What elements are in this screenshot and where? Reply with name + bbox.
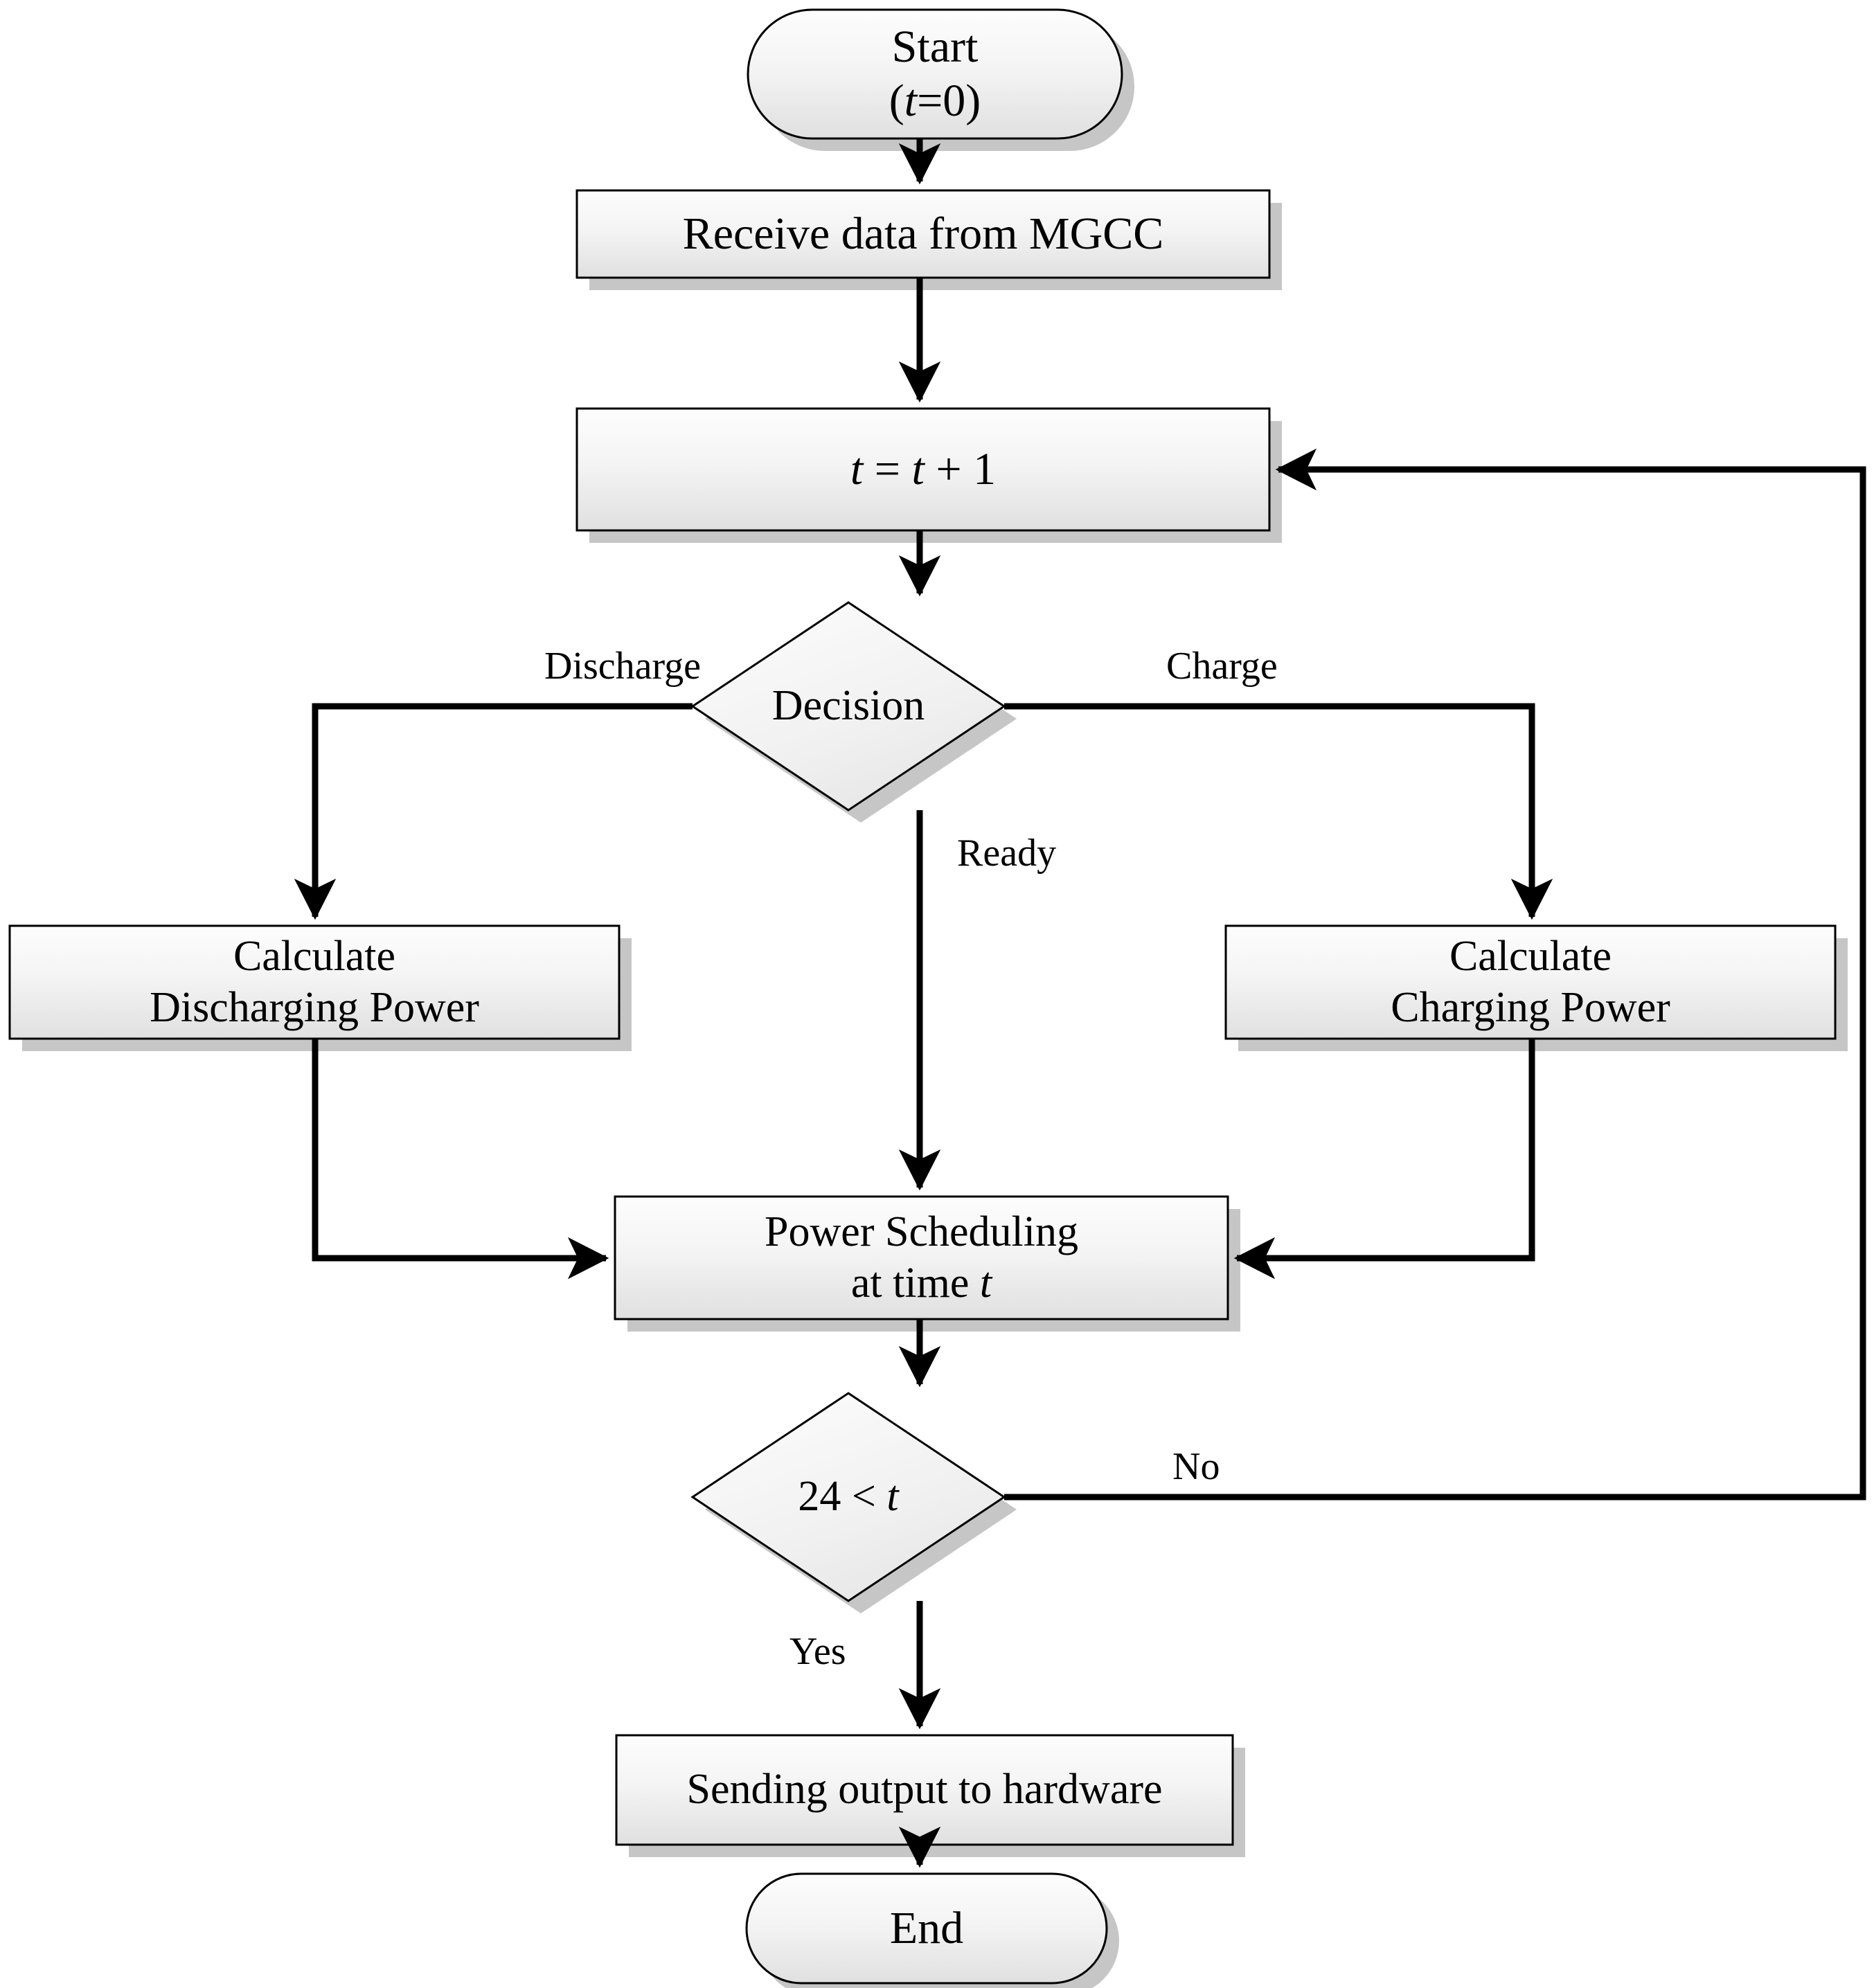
connectors xyxy=(294,138,1866,1868)
connector-decision-to-calc-discharge xyxy=(294,703,693,920)
decision-node-shape xyxy=(690,601,1006,812)
start-node-shape xyxy=(747,8,1123,140)
calc-discharge-node-shape xyxy=(8,924,621,1040)
connector-calc-charge-to-power-scheduling xyxy=(1233,1039,1535,1280)
connector-check-no-to-increment xyxy=(1004,448,1866,1501)
power-scheduling-node-shape xyxy=(614,1195,1229,1320)
edge-label-ready: Ready xyxy=(957,832,1057,875)
connector-calc-discharge-to-power-scheduling xyxy=(312,1039,609,1280)
connector-decision-to-calc-charge xyxy=(1004,703,1553,920)
edge-label-charge: Charge xyxy=(1166,645,1278,688)
send-output-node-shape xyxy=(615,1734,1234,1846)
node-shapes xyxy=(8,8,1837,1985)
increment-node-shape xyxy=(575,407,1271,532)
receive-node-shape xyxy=(575,189,1271,279)
edge-label-discharge: Discharge xyxy=(544,645,701,688)
edge-label-no: No xyxy=(1172,1445,1220,1488)
edge-label-yes: Yes xyxy=(789,1630,846,1673)
check-24-node-shape xyxy=(690,1392,1006,1602)
calc-charge-node-shape xyxy=(1224,924,1837,1040)
end-node-shape xyxy=(745,1872,1108,1985)
